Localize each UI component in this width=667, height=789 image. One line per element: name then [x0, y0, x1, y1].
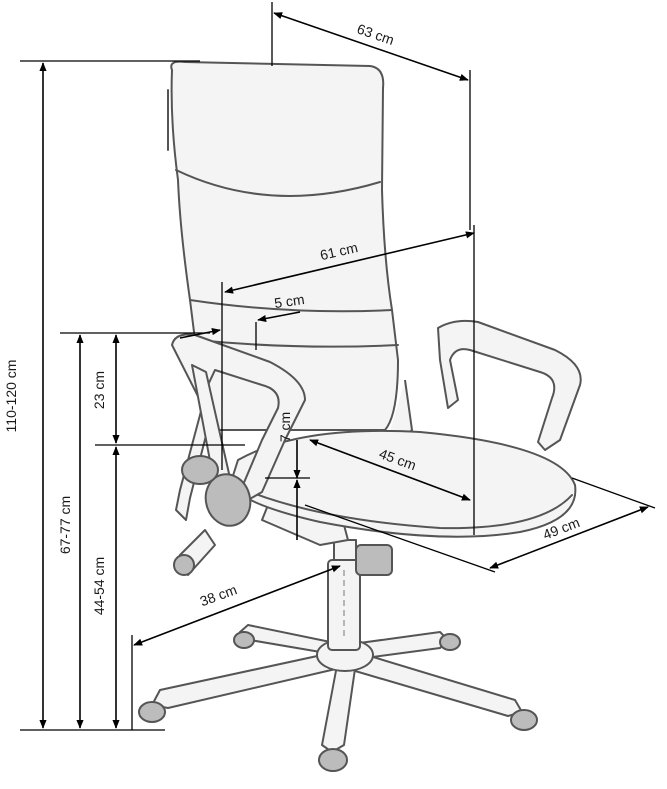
inner-width-line	[224, 231, 475, 294]
base-radius-label: 38 cm	[198, 581, 239, 609]
seat-depth-line	[309, 439, 471, 501]
seat-height-label: 44-54 cm	[91, 557, 107, 615]
left-armrest	[171, 333, 306, 527]
dimension-lines	[20, 2, 656, 731]
base-radius-line	[133, 565, 341, 646]
seat-thickness-label: 7 cm	[277, 412, 293, 442]
seat-width-line	[489, 506, 649, 569]
armrest-width-label: 5 cm	[273, 291, 305, 311]
total-height-label: 110-120 cm	[3, 360, 19, 433]
chair-illustration	[138, 60, 582, 772]
right-armrest	[437, 319, 582, 451]
armrest-height-label: 67-77 cm	[57, 496, 73, 554]
armrest-to-seat-label: 23 cm	[91, 371, 107, 409]
armrest-width-line	[179, 328, 221, 339]
gas-cylinder	[327, 539, 393, 651]
backrest-depth-line	[273, 12, 469, 81]
